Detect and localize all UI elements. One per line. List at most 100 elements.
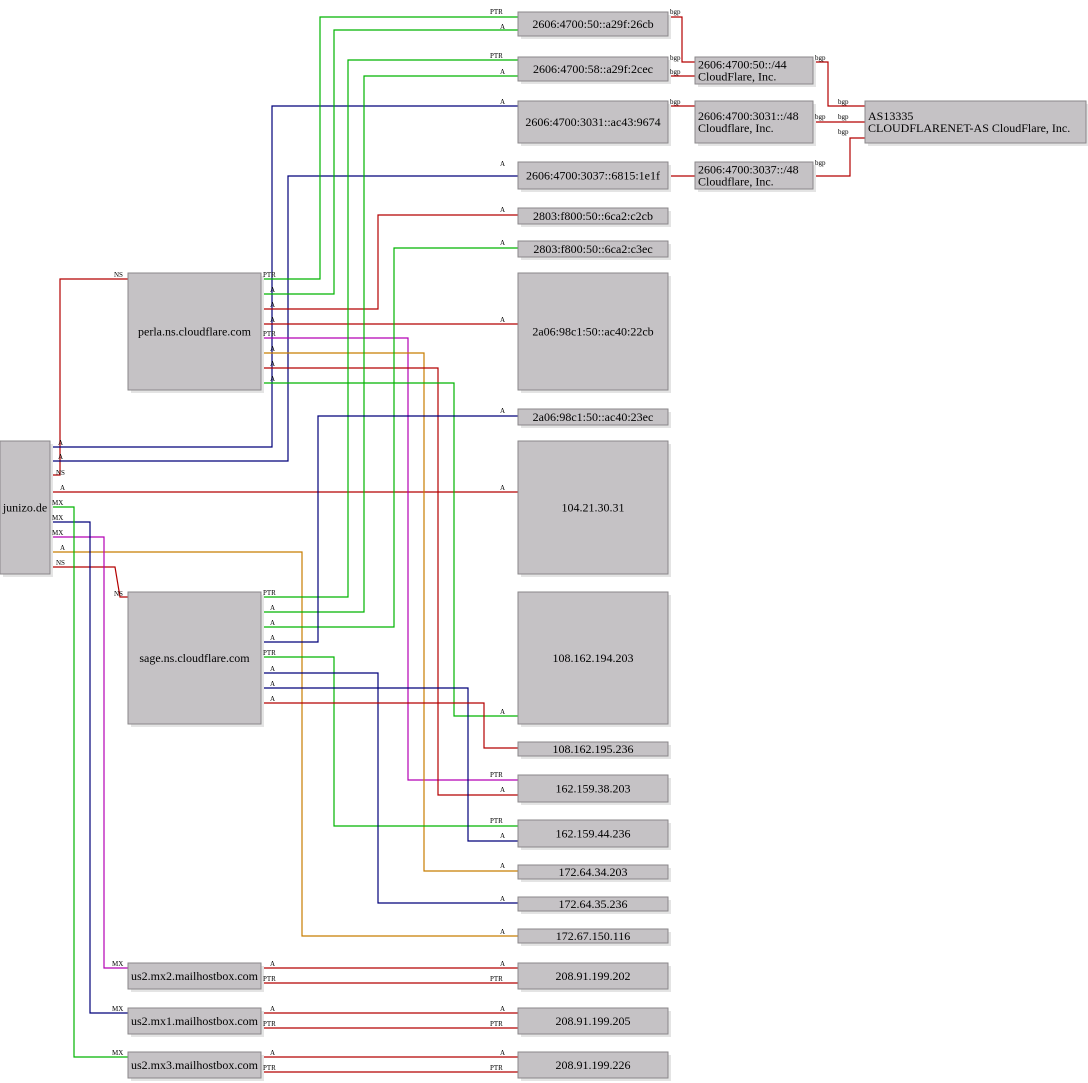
edge-label: A: [500, 786, 505, 794]
edge-label: PTR: [263, 649, 276, 657]
edge-label: A: [58, 439, 63, 447]
edge-label: A: [270, 360, 275, 368]
edge-a-sage-ip6f: [261, 247, 518, 628]
edge-label: MX: [112, 960, 123, 968]
edge-label: MX: [52, 514, 63, 522]
node-label: sage.ns.cloudflare.com: [139, 651, 250, 665]
edge-label: MX: [52, 529, 63, 537]
edge-a-sage-ip6h: [261, 415, 518, 643]
edge-label: bgp: [838, 128, 849, 136]
edge-mx-mx3: [50, 506, 128, 1058]
node-label: 108.162.195.236: [553, 742, 634, 756]
node-box: [127, 1051, 262, 1079]
node-ip6h: 2a06:98c1:50::ac40:23ec: [517, 408, 671, 428]
node-box: [694, 56, 814, 85]
edge-label: A: [60, 484, 65, 492]
node-label: CLOUDFLARENET-AS CloudFlare, Inc.: [868, 121, 1070, 135]
node-label: 2803:f800:50::6ca2:c3ec: [533, 242, 652, 256]
edge-label: A: [500, 98, 505, 106]
edge-label: bgp: [838, 98, 849, 106]
edge-label: PTR: [490, 52, 503, 60]
node-box: [517, 896, 669, 912]
node-box: [127, 591, 262, 725]
node-box: [694, 161, 814, 190]
node-box: [517, 440, 669, 575]
node-label: 208.91.199.205: [556, 1014, 631, 1028]
node-label: junizo.de: [2, 501, 47, 515]
edge-label: PTR: [263, 589, 276, 597]
edge-label: PTR: [490, 771, 503, 779]
node-label: Cloudflare, Inc.: [698, 121, 774, 135]
edge-label: PTR: [490, 817, 503, 825]
node-label: 2606:4700:50::a29f:26cb: [532, 17, 653, 31]
node-label: 172.67.150.116: [556, 929, 631, 943]
node-box: [517, 819, 669, 848]
edge-a-ip6d: [50, 175, 518, 462]
edge-label: A: [60, 544, 65, 552]
node-label: 162.159.38.203: [556, 782, 631, 796]
node-label: 208.91.199.202: [556, 969, 631, 983]
edge-a-perla-ip6a: [261, 29, 518, 295]
node-ip6g: 2a06:98c1:50::ac40:22cb: [517, 272, 671, 393]
edge-ptr-perla-ip4d: [261, 337, 518, 781]
edge-label: PTR: [490, 1020, 503, 1028]
node-box: [517, 11, 669, 37]
edge-label: MX: [52, 499, 63, 507]
edge-label: A: [500, 960, 505, 968]
node-ip4d: 162.159.38.203: [517, 774, 671, 805]
edge-label: NS: [114, 271, 123, 279]
node-box: [517, 56, 669, 82]
node-ip4c: 108.162.195.236: [517, 741, 671, 759]
node-ip4f: 172.64.34.203: [517, 864, 671, 882]
edge-mx-mx1: [50, 521, 128, 1014]
node-box: [0, 440, 51, 575]
edge-label: A: [500, 708, 505, 716]
edge-label: PTR: [490, 975, 503, 983]
edge-label: PTR: [263, 330, 276, 338]
edge-label: A: [270, 604, 275, 612]
node-ip6a: 2606:4700:50::a29f:26cb: [517, 11, 671, 39]
node-label: 2606:4700:3031::/48: [698, 109, 799, 123]
node-box: [517, 240, 669, 258]
edge-label: bgp: [838, 113, 849, 121]
node-ip4i: 208.91.199.202: [517, 962, 671, 992]
node-perla: perla.ns.cloudflare.com: [127, 272, 264, 393]
node-label: AS13335: [868, 109, 913, 123]
edge-a-perla-ip4b: [261, 382, 518, 717]
node-label: 172.64.34.203: [559, 865, 628, 879]
node-box: [864, 100, 1087, 144]
edge-label: A: [270, 375, 275, 383]
node-box: [517, 100, 669, 144]
edge-label: A: [500, 206, 505, 214]
node-ip6f: 2803:f800:50::6ca2:c3ec: [517, 240, 671, 260]
edge-label: A: [500, 23, 505, 31]
edge-label: A: [270, 1049, 275, 1057]
node-box: [517, 962, 669, 990]
edge-label: PTR: [263, 1064, 276, 1072]
node-label: us2.mx3.mailhostbox.com: [131, 1058, 259, 1072]
edge-a-ip6c: [50, 105, 518, 448]
edge-bgp-ip6a: [668, 16, 695, 63]
node-ip4h: 172.67.150.116: [517, 928, 671, 946]
edge-label: PTR: [490, 1064, 503, 1072]
edge-label: A: [270, 634, 275, 642]
edge-label: A: [270, 619, 275, 627]
node-ip4b: 108.162.194.203: [517, 591, 671, 727]
node-label: 208.91.199.226: [556, 1058, 631, 1072]
node-label: us2.mx1.mailhostbox.com: [131, 1014, 259, 1028]
node-box: [517, 741, 669, 757]
edge-label: A: [270, 695, 275, 703]
edge-label: bgp: [670, 54, 681, 62]
node-box: [517, 1051, 669, 1079]
edge-a-sage-ip4g: [261, 672, 518, 904]
node-label: 2606:4700:3037::6815:1e1f: [526, 169, 660, 183]
edge-label: bgp: [670, 98, 681, 106]
edge-label: bgp: [815, 113, 826, 121]
node-ip6b: 2606:4700:58::a29f:2cec: [517, 56, 671, 84]
node-ip6d: 2606:4700:3037::6815:1e1f: [517, 161, 671, 192]
node-ip4e: 162.159.44.236: [517, 819, 671, 850]
nodes-layer: junizo.de perla.ns.cloudflare.com sage.ns.…: [0, 11, 1088, 1081]
